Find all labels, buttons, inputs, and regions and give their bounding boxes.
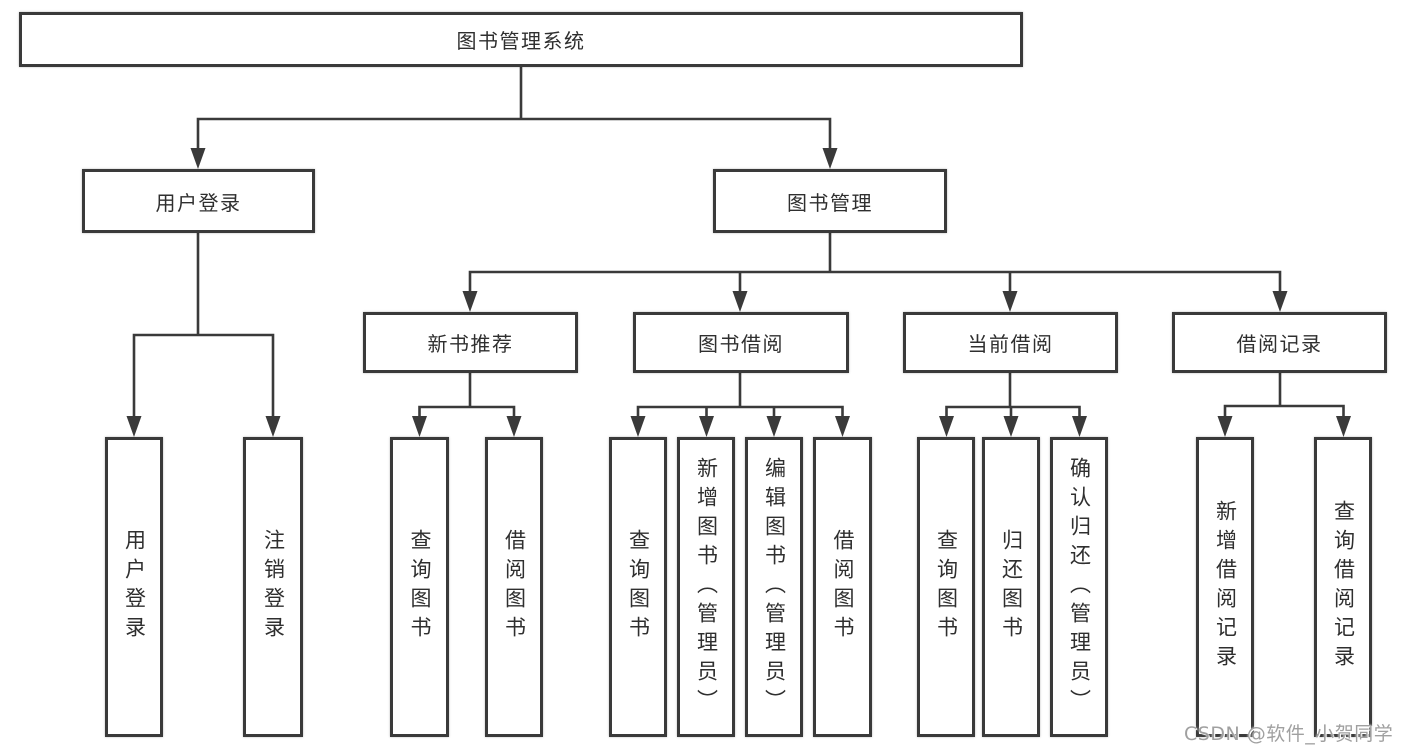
leaf-label: 确认归还（管理员） <box>1067 456 1092 718</box>
leaf-user-login: 用户登录 <box>105 437 163 737</box>
leaf-borrow-edit-books-admin: 编辑图书（管理员） <box>745 437 803 737</box>
csdn-watermark: CSDN @软件_小贺同学 <box>1184 723 1394 745</box>
connector-user-login <box>132 233 275 421</box>
leaf-records-query-record: 查询借阅记录 <box>1314 437 1372 737</box>
leaf-borrow-query-books: 查询图书 <box>609 437 667 737</box>
node-label: 图书借阅 <box>698 332 784 356</box>
leaf-label: 查询图书 <box>934 529 959 645</box>
node-borrow-records: 借阅记录 <box>1172 312 1387 373</box>
leaf-label: 借阅图书 <box>831 529 855 645</box>
node-label: 借阅记录 <box>1236 332 1323 356</box>
node-user-login: 用户登录 <box>82 169 315 233</box>
node-root-library-system: 图书管理系统 <box>19 12 1023 67</box>
connector-book-mgmt <box>468 233 1282 297</box>
leaf-label: 借阅图书 <box>502 529 527 645</box>
node-label: 图书管理 <box>787 190 873 215</box>
node-book-borrow: 图书借阅 <box>633 312 849 373</box>
connector-new-rec <box>418 373 516 422</box>
node-new-book-recommend: 新书推荐 <box>363 312 578 373</box>
connector-current <box>945 373 1081 422</box>
connector-root <box>196 67 832 154</box>
leaf-label: 新增借阅记录 <box>1213 500 1238 674</box>
leaf-label: 查询图书 <box>408 529 432 645</box>
leaf-borrow-add-books-admin: 新增图书（管理员） <box>677 437 735 737</box>
leaf-label: 查询借阅记录 <box>1331 500 1356 674</box>
leaf-label: 查询图书 <box>626 529 651 645</box>
leaf-newrec-borrow-books: 借阅图书 <box>485 437 543 737</box>
leaf-current-confirm-return-admin: 确认归还（管理员） <box>1050 437 1108 737</box>
leaf-label: 用户登录 <box>122 529 147 645</box>
connector-records <box>1223 373 1345 422</box>
leaf-borrow-borrow-books: 借阅图书 <box>813 437 872 737</box>
node-book-management: 图书管理 <box>713 169 947 233</box>
node-label: 当前借阅 <box>967 332 1054 356</box>
node-label: 用户登录 <box>155 190 242 215</box>
leaf-logout: 注销登录 <box>243 437 303 737</box>
leaf-label: 新增图书（管理员） <box>694 456 719 718</box>
node-label: 图书管理系统 <box>456 29 586 53</box>
leaf-newrec-query-books: 查询图书 <box>390 437 449 737</box>
leaf-records-add-record: 新增借阅记录 <box>1196 437 1254 737</box>
arrowhead-icon <box>126 148 1351 437</box>
leaf-label: 注销登录 <box>261 529 286 645</box>
node-label: 新书推荐 <box>427 332 514 356</box>
connector-borrow <box>636 373 844 422</box>
leaf-current-return-books: 归还图书 <box>982 437 1040 737</box>
leaf-label: 归还图书 <box>999 529 1024 645</box>
leaf-label: 编辑图书（管理员） <box>762 456 787 718</box>
node-current-borrow: 当前借阅 <box>903 312 1118 373</box>
leaf-current-query-books: 查询图书 <box>917 437 975 737</box>
